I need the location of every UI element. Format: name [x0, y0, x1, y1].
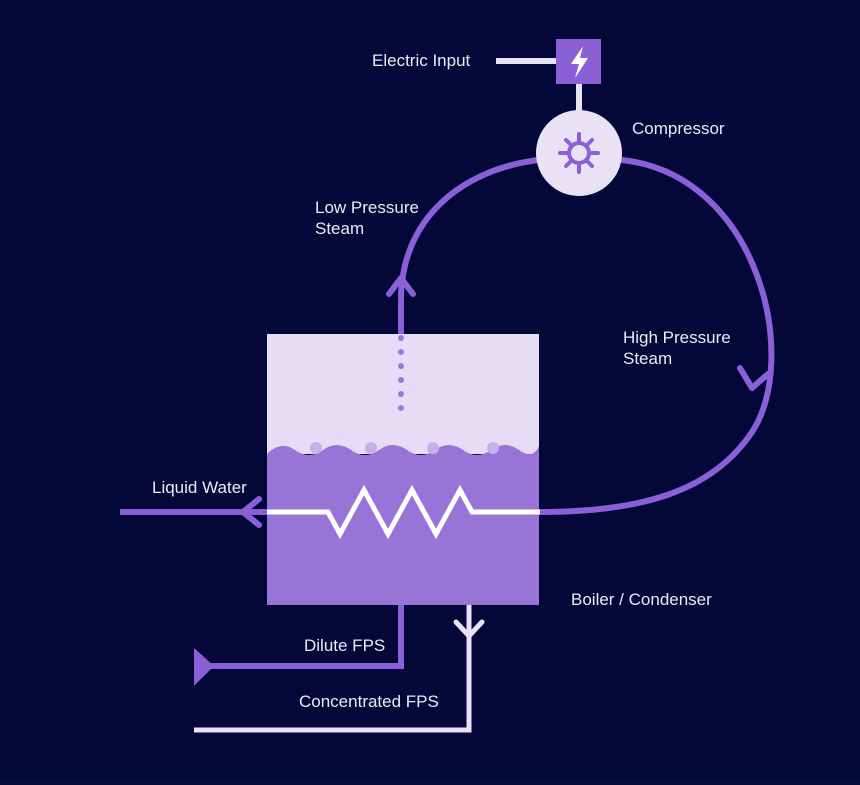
label-dilute-fps: Dilute FPS — [304, 636, 385, 655]
high-pressure-steam-line — [537, 157, 775, 515]
concentrated-fps-line — [194, 605, 472, 733]
label-liquid-water: Liquid Water — [152, 478, 247, 497]
dilute-fps-arrowhead — [194, 648, 214, 686]
label-boiler-condenser: Boiler / Condenser — [571, 590, 712, 609]
low-pressure-steam-line — [398, 157, 541, 337]
lightning-bolt-icon — [571, 46, 588, 78]
tank-liquid — [267, 445, 539, 605]
vapor-dots — [398, 335, 404, 411]
label-low-pressure-line2: Steam — [315, 219, 364, 238]
liquid-bubbles — [310, 442, 499, 454]
label-compressor: Compressor — [632, 119, 725, 138]
liquid-water-arrowhead — [240, 496, 262, 528]
label-low-pressure-line1: Low Pressure — [315, 198, 419, 217]
heat-exchanger-coil — [120, 484, 540, 540]
gear-icon — [558, 132, 600, 174]
label-electric-input: Electric Input — [372, 51, 471, 70]
label-concentrated-fps: Concentrated FPS — [299, 692, 439, 711]
concentrated-fps-arrowhead — [453, 619, 485, 639]
dilute-fps-line — [210, 605, 404, 669]
low-pressure-arrowhead — [386, 275, 416, 297]
compressor-circle — [536, 110, 622, 196]
high-pressure-arrowhead — [737, 365, 771, 391]
label-high-pressure-line1: High Pressure — [623, 328, 731, 347]
label-high-pressure-line2: Steam — [623, 349, 672, 368]
